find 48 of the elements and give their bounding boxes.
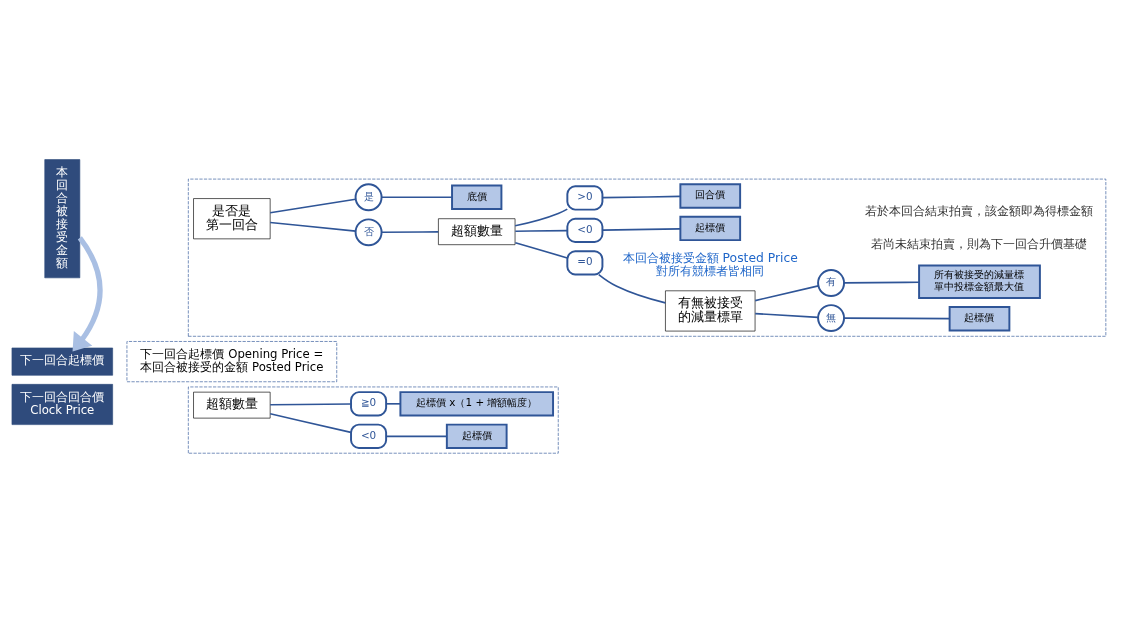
node-box: <0 xyxy=(566,217,604,243)
label: 若於本回合結束拍賣，該金額即為得標金額 xyxy=(865,203,1094,218)
node-box: 所有被接受的減量標單中投標金額最大值 xyxy=(918,264,1041,299)
connector xyxy=(269,197,357,214)
cluster xyxy=(188,178,1107,337)
node-box: 底價 xyxy=(451,184,503,210)
node-circle: 否 xyxy=(354,217,383,246)
connector xyxy=(843,280,920,284)
node-box: 下一回合回合價 Clock Price xyxy=(11,383,113,425)
node-box: 下一回合起標價 xyxy=(11,347,113,376)
connector xyxy=(269,221,357,232)
connector xyxy=(269,402,352,406)
node-box: >0 xyxy=(566,184,604,211)
node-box: =0 xyxy=(566,249,604,276)
node-circle: 無 xyxy=(817,303,846,332)
connector xyxy=(601,227,682,231)
connector xyxy=(514,207,569,227)
connector xyxy=(754,312,819,318)
node-circle: 有 xyxy=(817,268,846,297)
node-box: 起標價 xyxy=(948,305,1011,331)
connector xyxy=(601,195,682,198)
connector xyxy=(380,195,453,198)
arrow xyxy=(72,235,103,351)
connector xyxy=(380,230,440,233)
connector xyxy=(269,412,352,433)
node-box: 下一回合起標價 Opening Price = 本回合被接受的金額 Posted Price xyxy=(126,340,338,382)
node-box: 是否是第一回合 xyxy=(193,197,271,239)
node-box: 起標價 xyxy=(679,215,742,241)
node-box: 起標價 x（1 + 增額幅度） xyxy=(399,390,555,416)
connector xyxy=(514,241,569,259)
node-box: 本回合被接受金額 xyxy=(44,158,81,278)
connector xyxy=(514,229,569,232)
node-box: 起標價 xyxy=(445,423,508,449)
node-box: ≧0 xyxy=(350,390,388,416)
node-box: 回合價 xyxy=(679,182,742,209)
connector xyxy=(385,435,448,437)
node-box: 超額數量 xyxy=(193,391,271,418)
node-box: 有無被接受的減量標單 xyxy=(665,290,756,331)
connector xyxy=(754,284,820,301)
node-circle: 是 xyxy=(354,182,383,211)
label: 若尚未結束拍賣，則為下一回合升價基礎 xyxy=(871,236,1088,251)
connector xyxy=(597,273,667,304)
label: 本回合被接受金額 Posted Price 對所有競標者皆相同 xyxy=(622,250,798,278)
connector xyxy=(843,316,951,319)
node-box: <0 xyxy=(350,423,388,449)
node-box: 超額數量 xyxy=(438,217,516,245)
cluster xyxy=(188,386,559,454)
connector xyxy=(385,402,402,405)
